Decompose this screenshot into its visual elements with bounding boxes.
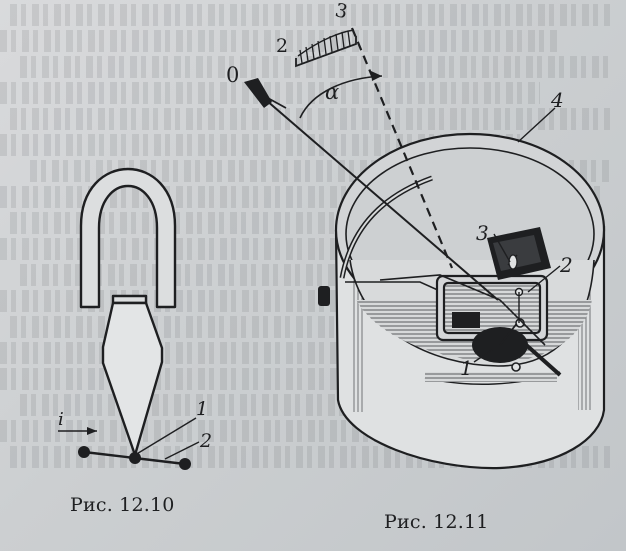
leader-1 [473, 349, 493, 363]
label-current: i [58, 409, 64, 430]
leader-1 [134, 417, 197, 456]
label-scale-2: 2 [276, 35, 288, 57]
fuse-body [101, 301, 164, 457]
leader-2 [527, 265, 561, 293]
coil-slot [452, 312, 480, 328]
label-part-3: 3 [476, 221, 489, 245]
pivot-screw [511, 362, 521, 372]
label-part-1-left: 1 [196, 398, 208, 420]
caption-fig-12-10: Рис. 12.10 [70, 494, 175, 516]
terminal-right [179, 458, 191, 470]
leader-4 [517, 107, 556, 143]
leader-3 [493, 233, 511, 263]
label-scale-3: 3 [333, 0, 349, 23]
reference-dashed-line [350, 27, 454, 269]
angle-arc [299, 75, 383, 119]
terminal-left [78, 446, 90, 458]
label-part-4: 4 [550, 88, 564, 112]
leader-2 [164, 441, 200, 460]
side-knob [318, 286, 330, 306]
label-part-2-left: 2 [199, 430, 212, 452]
pointer-tip [244, 78, 272, 108]
caption-fig-12-11: Рис. 12.11 [384, 511, 489, 533]
label-part-1: 1 [460, 356, 473, 380]
terminal-mid [129, 452, 141, 464]
linkage [379, 274, 546, 346]
label-part-2: 2 [559, 253, 573, 277]
u-magnet [79, 167, 177, 309]
label-angle-alpha: α [325, 80, 339, 104]
pointer-shaft [513, 333, 562, 377]
label-zero: 0 [226, 63, 239, 87]
scale [295, 29, 357, 68]
pointer-needle [251, 87, 499, 301]
wall-shading-left [352, 262, 364, 412]
